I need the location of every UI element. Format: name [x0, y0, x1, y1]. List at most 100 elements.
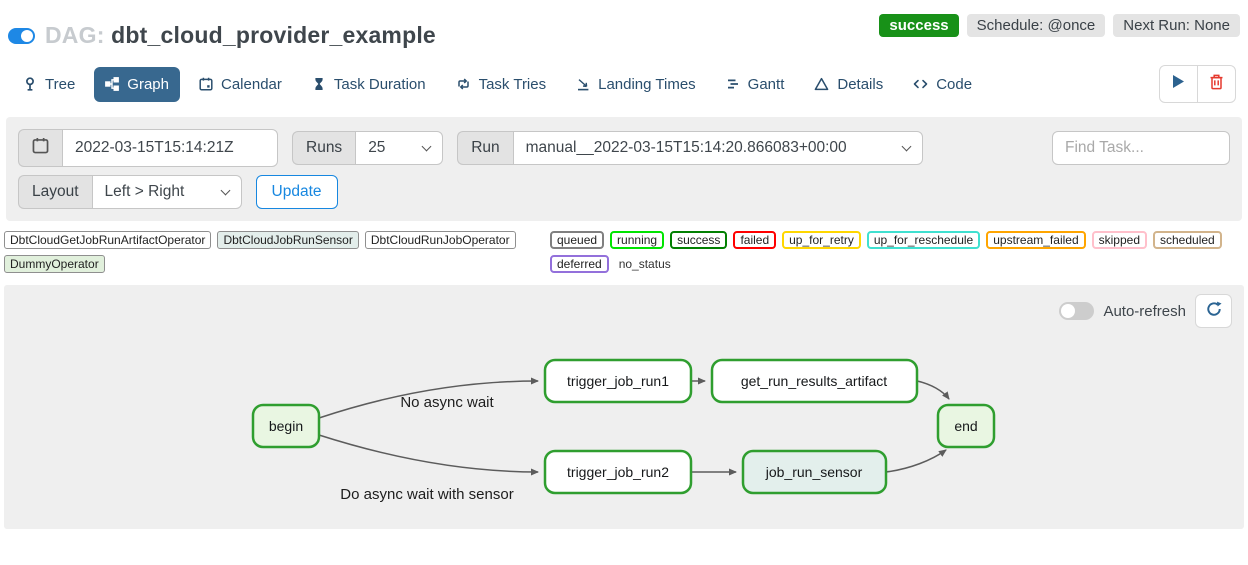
chevron-down-icon — [220, 185, 230, 196]
operator-legend-row: DummyOperator — [4, 255, 550, 273]
operator-badge: DbtCloudGetJobRunArtifactOperator — [4, 231, 212, 249]
dag-prefix-label: DAG: — [45, 22, 105, 48]
trigger-dag-button[interactable] — [1159, 65, 1198, 103]
filter-row-1: Runs 25 Run manual__2022-03-15T15:14:20.… — [18, 129, 1230, 167]
edge-begin-trigger1 — [318, 377, 539, 419]
gantt-bars-icon — [726, 77, 740, 91]
calendar-icon — [32, 137, 49, 159]
operator-badge: DummyOperator — [4, 255, 105, 273]
autorefresh-controls: Auto-refresh — [1059, 294, 1232, 328]
page-title: DAG: dbt_cloud_provider_example — [45, 22, 436, 49]
edge-sensor-end — [885, 449, 947, 473]
graph-node-trigger-job-run2[interactable]: trigger_job_run2 — [543, 449, 693, 495]
tab-graph[interactable]: Graph — [94, 66, 180, 102]
sitemap-icon — [105, 77, 120, 91]
node-label: trigger_job_run2 — [567, 464, 669, 480]
tab-calendar[interactable]: Calendar — [188, 67, 293, 102]
num-runs-value: 25 — [368, 139, 386, 156]
tab-label: Graph — [127, 75, 169, 93]
node-label: job_run_sensor — [765, 464, 863, 480]
graph-node-job-run-sensor[interactable]: job_run_sensor — [741, 449, 888, 495]
run-label: Run — [457, 131, 513, 165]
auto-refresh-toggle[interactable] — [1059, 302, 1095, 320]
node-rect — [543, 358, 693, 404]
graph-node-end[interactable]: end — [936, 403, 996, 449]
calendar-icon — [199, 77, 213, 91]
code-brackets-icon — [913, 77, 928, 91]
title-row: DAG: dbt_cloud_provider_example — [8, 22, 436, 49]
tab-label: Tree — [45, 75, 76, 93]
delete-dag-button[interactable] — [1197, 65, 1236, 103]
node-rect — [936, 403, 996, 449]
run-select[interactable]: manual__2022-03-15T15:14:20.866083+00:00 — [512, 131, 923, 165]
tab-label: Calendar — [221, 75, 282, 93]
tab-label: Gantt — [747, 75, 785, 93]
runs-label: Runs — [292, 131, 356, 165]
layout-group: Layout Left > Right — [18, 175, 242, 209]
layout-value: Left > Right — [104, 183, 185, 200]
node-rect — [543, 449, 693, 495]
status-badge[interactable]: failed — [733, 231, 777, 249]
tab-label: Task Duration — [333, 75, 426, 93]
status-badge[interactable]: upstream_failed — [986, 231, 1086, 249]
layout-label: Layout — [18, 175, 92, 209]
node-label: trigger_job_run1 — [567, 373, 669, 389]
status-badge[interactable]: success — [670, 231, 728, 249]
run-value: manual__2022-03-15T15:14:20.866083+00:00 — [525, 139, 847, 156]
toggle-knob — [21, 29, 33, 42]
dag-status-badge: success — [879, 14, 959, 37]
status-badge[interactable]: up_for_retry — [782, 231, 861, 249]
calendar-addon[interactable] — [18, 129, 62, 167]
status-badge[interactable]: queued — [550, 231, 605, 249]
tab-landing-times[interactable]: Landing Times — [565, 67, 707, 102]
tab-details[interactable]: Details — [803, 67, 894, 102]
edge-label: Do async wait with sensor — [340, 486, 513, 503]
no-status-label: no_status — [618, 257, 671, 271]
retweet-icon — [456, 77, 471, 91]
dag-action-buttons — [1159, 65, 1236, 103]
graph-node-trigger-job-run1[interactable]: trigger_job_run1 — [543, 358, 693, 404]
base-date-group — [18, 129, 278, 167]
update-button[interactable]: Update — [255, 175, 338, 209]
status-legend-row: deferred no_status — [550, 255, 1244, 273]
tab-gantt[interactable]: Gantt — [715, 67, 796, 102]
status-badge[interactable]: deferred — [550, 255, 609, 273]
dag-graph: No async wait Do async wait with sensor … — [251, 358, 996, 503]
graph-node-begin[interactable]: begin — [251, 403, 321, 449]
dag-pause-toggle[interactable] — [8, 27, 35, 44]
legend: DbtCloudGetJobRunArtifactOperator DbtClo… — [0, 221, 1248, 279]
auto-refresh-label: Auto-refresh — [1103, 302, 1186, 320]
graph-node-get-run-results-artifact[interactable]: get_run_results_artifact — [710, 358, 919, 404]
operator-badge: DbtCloudRunJobOperator — [364, 231, 516, 249]
status-badge[interactable]: up_for_reschedule — [866, 231, 981, 249]
next-run-badge: Next Run: None — [1113, 14, 1240, 37]
graph-panel: Auto-refresh No async wait Do async wait… — [4, 285, 1244, 529]
chevron-down-icon — [421, 141, 432, 152]
tab-label: Task Tries — [478, 75, 547, 93]
tab-code[interactable]: Code — [902, 67, 983, 102]
refresh-icon — [1206, 301, 1222, 322]
node-rect — [741, 449, 888, 495]
find-task-input[interactable] — [1052, 131, 1230, 165]
tab-task-duration[interactable]: Task Duration — [301, 67, 437, 102]
tab-task-tries[interactable]: Task Tries — [445, 67, 558, 102]
node-label: end — [954, 418, 977, 434]
header-badges: success Schedule: @once Next Run: None — [879, 14, 1240, 37]
refresh-button[interactable] — [1195, 294, 1232, 328]
dag-name: dbt_cloud_provider_example — [111, 22, 436, 48]
plane-landing-icon — [576, 77, 590, 91]
layout-select[interactable]: Left > Right — [91, 175, 242, 209]
status-badge[interactable]: running — [610, 231, 665, 249]
edge-begin-trigger2 — [318, 434, 539, 476]
base-date-input[interactable] — [62, 129, 278, 167]
status-badge[interactable]: scheduled — [1153, 231, 1222, 249]
node-label: get_run_results_artifact — [741, 373, 887, 389]
num-runs-select[interactable]: 25 — [355, 131, 444, 165]
status-badge[interactable]: skipped — [1091, 231, 1147, 249]
status-legend: queued running success failed up_for_ret… — [550, 231, 1244, 279]
schedule-badge: Schedule: @once — [966, 14, 1106, 37]
node-rect — [251, 403, 321, 449]
run-select-group: Run manual__2022-03-15T15:14:20.866083+0… — [457, 131, 923, 165]
chevron-down-icon — [901, 141, 912, 152]
tab-tree[interactable]: Tree — [12, 67, 86, 102]
